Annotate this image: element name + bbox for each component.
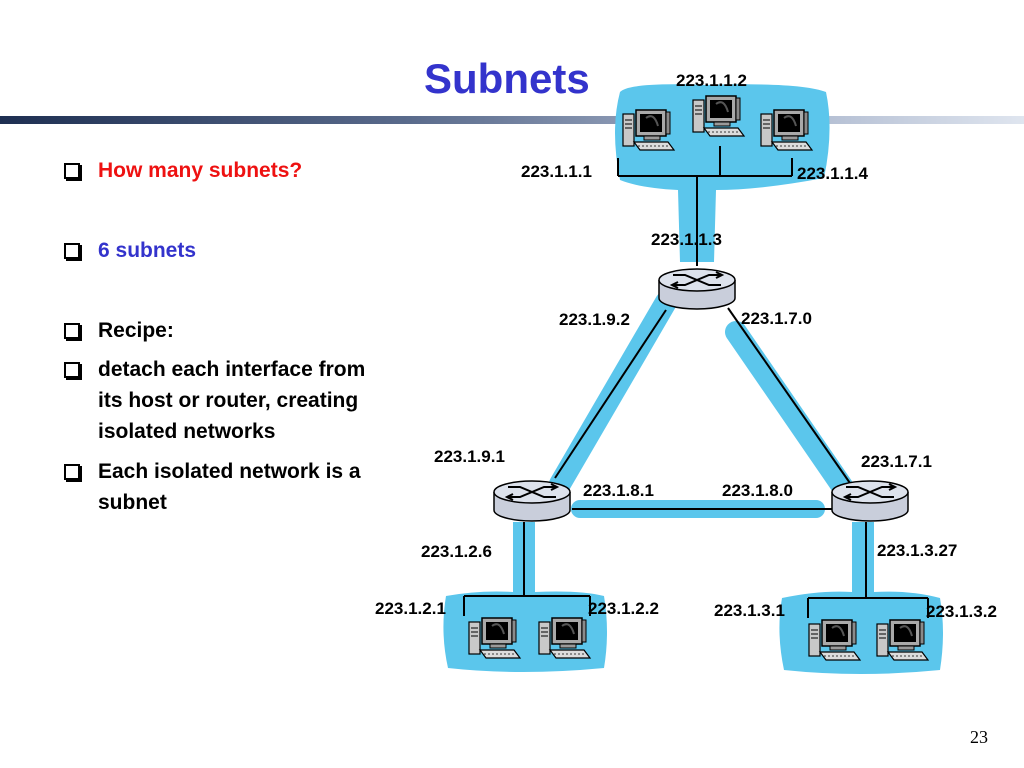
ip-label: 223.1.3.27 xyxy=(877,541,957,560)
router-icon xyxy=(831,480,909,522)
bullet-text: How many subnets? xyxy=(98,159,303,182)
ip-label: 223.1.1.1 xyxy=(521,162,592,181)
page-number: 23 xyxy=(970,727,988,747)
computer-icon xyxy=(622,109,675,151)
network-links xyxy=(463,146,929,618)
computer-icon xyxy=(876,619,929,661)
ip-label: 223.1.2.1 xyxy=(375,599,446,618)
title-underline-bar xyxy=(0,116,1024,124)
bullet-list: How many subnets? 6 subnets Recipe: deta… xyxy=(60,155,390,518)
ip-label: 223.1.3.1 xyxy=(714,601,785,620)
ip-label: 223.1.1.3 xyxy=(651,230,722,249)
bullet-answer: 6 subnets xyxy=(60,235,390,266)
subnet-highlights xyxy=(443,84,943,674)
computer-icon xyxy=(760,109,813,151)
ip-label: 223.1.9.1 xyxy=(434,447,505,466)
checkbox-bullet-icon xyxy=(64,323,80,339)
ip-label: 223.1.2.2 xyxy=(588,599,659,618)
checkbox-bullet-icon xyxy=(64,464,80,480)
bullet-question: How many subnets? xyxy=(60,155,390,186)
bullet-text: 6 subnets xyxy=(98,239,197,262)
ip-label: 223.1.9.2 xyxy=(559,310,630,329)
ip-label: 223.1.3.2 xyxy=(926,602,997,621)
checkbox-bullet-icon xyxy=(64,243,80,259)
bullet-isolated: Each isolated network is a subnet xyxy=(60,456,390,518)
computer-icon xyxy=(538,617,591,659)
computer-icon xyxy=(808,619,861,661)
bullet-detach: detach each interface from its host or r… xyxy=(60,354,390,447)
checkbox-bullet-icon xyxy=(64,362,80,378)
ip-label: 223.1.1.2 xyxy=(676,71,747,90)
router-icon xyxy=(658,268,736,310)
checkbox-bullet-icon xyxy=(64,163,80,179)
computer-icon xyxy=(692,95,745,137)
computer-icon xyxy=(468,617,521,659)
ip-label: 223.1.7.0 xyxy=(741,309,812,328)
link-top-right xyxy=(727,307,853,487)
ip-label: 223.1.1.4 xyxy=(797,164,868,183)
router-icon xyxy=(493,480,571,522)
subnet-left-link-highlight xyxy=(549,291,677,495)
ip-label: 223.1.2.6 xyxy=(421,542,492,561)
slide-title: Subnets xyxy=(424,55,590,102)
ip-label: 223.1.7.1 xyxy=(861,452,932,471)
ip-label: 223.1.8.0 xyxy=(722,481,793,500)
link-top-left xyxy=(554,309,667,479)
bullet-text: detach each interface from its host or r… xyxy=(98,358,366,443)
subnet-right-link-highlight xyxy=(725,321,853,497)
ip-label: 223.1.8.1 xyxy=(583,481,654,500)
bullet-text: Each isolated network is a subnet xyxy=(98,460,361,514)
bullet-recipe: Recipe: xyxy=(60,315,390,346)
bullet-text: Recipe: xyxy=(98,319,174,342)
